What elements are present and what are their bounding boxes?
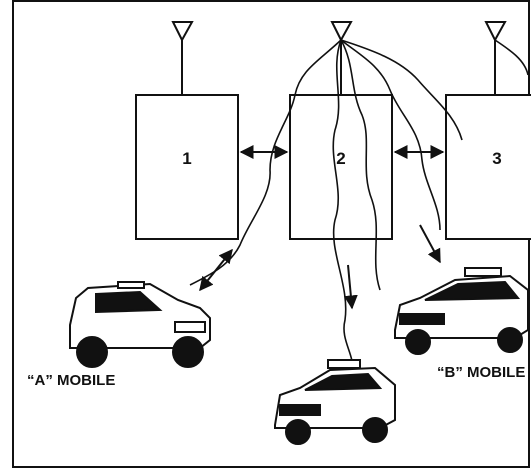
antenna-3-icon [484, 21, 507, 95]
site-box-3: 3 [445, 94, 531, 240]
vehicle-b-label: “B” MOBILE [437, 364, 525, 381]
site-box-1: 1 [135, 94, 239, 240]
police-car-b-icon [394, 267, 529, 355]
police-car-center-icon [274, 359, 396, 445]
antenna-1-icon [171, 21, 194, 95]
antenna-2-icon [330, 21, 353, 95]
site-box-1-label: 1 [182, 149, 191, 168]
site-box-3-label: 3 [492, 149, 501, 168]
vehicle-a-arrow [199, 248, 233, 292]
suv-a-icon [69, 281, 211, 368]
vehicle-b-arrow [419, 224, 441, 264]
site-box-2: 2 [289, 94, 393, 240]
site-box-2-label: 2 [336, 149, 345, 168]
center-vehicle-arrow [343, 264, 358, 310]
vehicle-a-label: “A” MOBILE [27, 372, 115, 389]
